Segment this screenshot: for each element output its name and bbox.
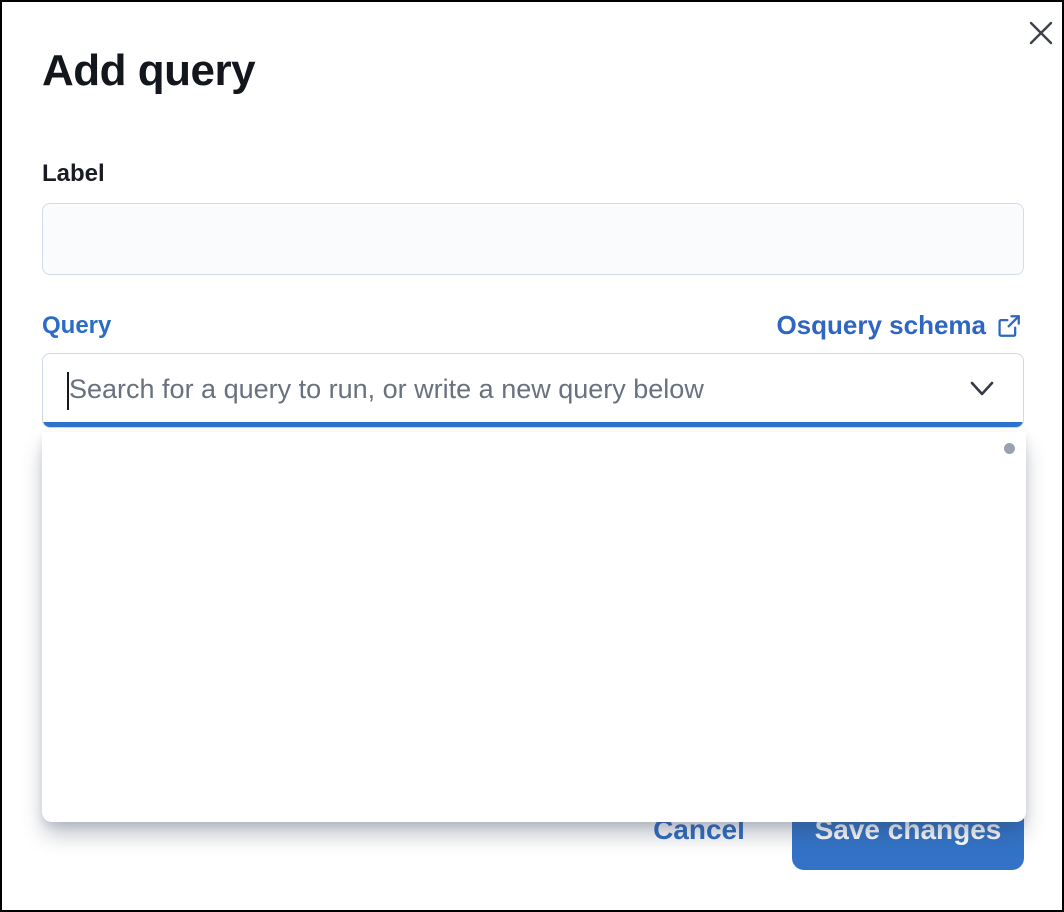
query-field-label: Query [42,312,112,339]
query-options-dropdown: wdigest_uselogoncredential_windows_elast… [42,432,1026,822]
osquery-schema-link[interactable]: Osquery schema [776,310,1022,341]
text-caret [67,372,69,410]
vertical-scrollbar-thumb[interactable] [1004,443,1015,454]
label-field-label: Label [42,160,105,187]
external-link-icon [996,313,1022,339]
chevron-down-icon[interactable] [967,378,997,400]
label-input[interactable] [42,203,1024,275]
close-icon [1027,19,1055,47]
combobox-focus-bar [43,422,1023,427]
query-combobox[interactable] [42,353,1024,428]
close-button[interactable] [1024,16,1058,50]
osquery-schema-link-label: Osquery schema [776,310,986,340]
page-title: Add query [42,46,256,95]
query-search-input[interactable] [43,354,1023,424]
